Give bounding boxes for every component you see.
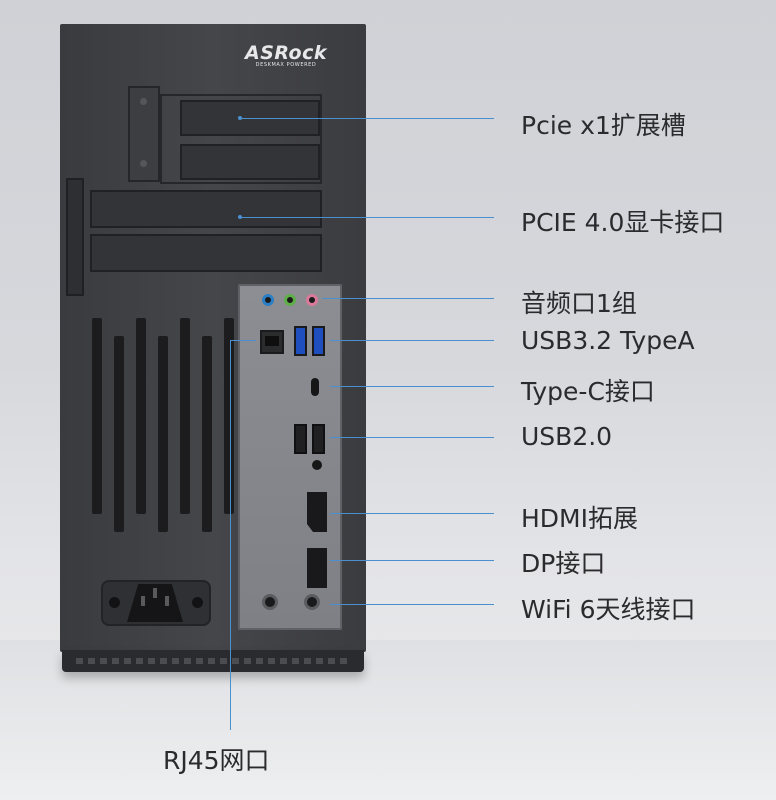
label-rj45: RJ45网口: [163, 746, 270, 775]
bracket-screw: [140, 160, 147, 167]
usb3-port-2: [312, 326, 325, 356]
label-hdmi: HDMI拓展: [521, 504, 638, 533]
audio-jack-pink: [306, 294, 318, 306]
power-socket: [127, 584, 183, 622]
label-dp: DP接口: [521, 549, 606, 578]
vent-slot: [158, 336, 168, 532]
rj45-socket: [265, 336, 279, 346]
rj45-port: [260, 330, 284, 354]
power-pin: [165, 596, 169, 606]
gpu-slot-2: [90, 234, 322, 272]
small-jack: [312, 460, 322, 470]
wifi-antenna-2: [304, 594, 320, 610]
vent-slot: [114, 336, 124, 532]
label-usb32: USB3.2 TypeA: [521, 326, 695, 355]
callout-dot: [238, 116, 242, 120]
hdmi-port: [307, 492, 327, 532]
wifi-antenna-1: [262, 594, 278, 610]
usb2-port-1: [294, 424, 307, 454]
vent-slot: [224, 318, 234, 514]
type-c-port: [311, 378, 319, 396]
callout-line-dp: [330, 560, 494, 561]
callout-line-hdmi: [330, 513, 494, 514]
vent-slot: [136, 318, 146, 514]
dp-port: [307, 548, 327, 588]
label-pcie-gpu: PCIE 4.0显卡接口: [521, 208, 725, 237]
callout-line-usb32: [330, 340, 494, 341]
base-grill: [76, 658, 350, 664]
pcie-x1-frame: [160, 94, 322, 184]
callout-dot: [238, 215, 242, 219]
power-screw: [192, 597, 203, 608]
logo-brand: ASRock: [244, 42, 328, 64]
power-inlet: [101, 580, 211, 626]
asrock-logo: ASRock DESKMAX POWERED: [236, 42, 336, 68]
label-pcie-x1: Pcie x1扩展槽: [521, 111, 686, 140]
usb2-port-2: [312, 424, 325, 454]
callout-line-gpu: [240, 217, 494, 218]
power-screw: [109, 597, 120, 608]
audio-jack-blue: [262, 294, 274, 306]
gpu-slot-1: [90, 190, 322, 228]
io-shield: [238, 284, 342, 630]
callout-line-pcie-x1: [240, 118, 494, 119]
vent-slot: [202, 336, 212, 532]
callout-line-typec: [330, 386, 494, 387]
label-audio: 音频口1组: [521, 289, 637, 318]
callout-line-audio: [322, 298, 494, 299]
callout-line-rj45-v: [230, 340, 231, 730]
usb3-port-1: [294, 326, 307, 356]
callout-line-rj45-h: [230, 340, 256, 341]
vent-slot: [92, 318, 102, 514]
power-pin: [141, 596, 145, 606]
power-pin: [153, 588, 157, 598]
vent-slot: [180, 318, 190, 514]
callout-line-usb20: [330, 437, 494, 438]
case-base: [62, 650, 364, 672]
pcie-bracket: [128, 86, 160, 182]
pcie-x1-slot-2: [180, 144, 320, 180]
label-wifi: WiFi 6天线接口: [521, 595, 696, 624]
side-handle: [66, 178, 84, 296]
bracket-screw: [140, 98, 147, 105]
label-usb20: USB2.0: [521, 422, 613, 451]
logo-subtext: DESKMAX POWERED: [255, 62, 317, 68]
audio-jack-green: [284, 294, 296, 306]
callout-line-wifi: [330, 604, 494, 605]
label-typec: Type-C接口: [521, 377, 655, 406]
